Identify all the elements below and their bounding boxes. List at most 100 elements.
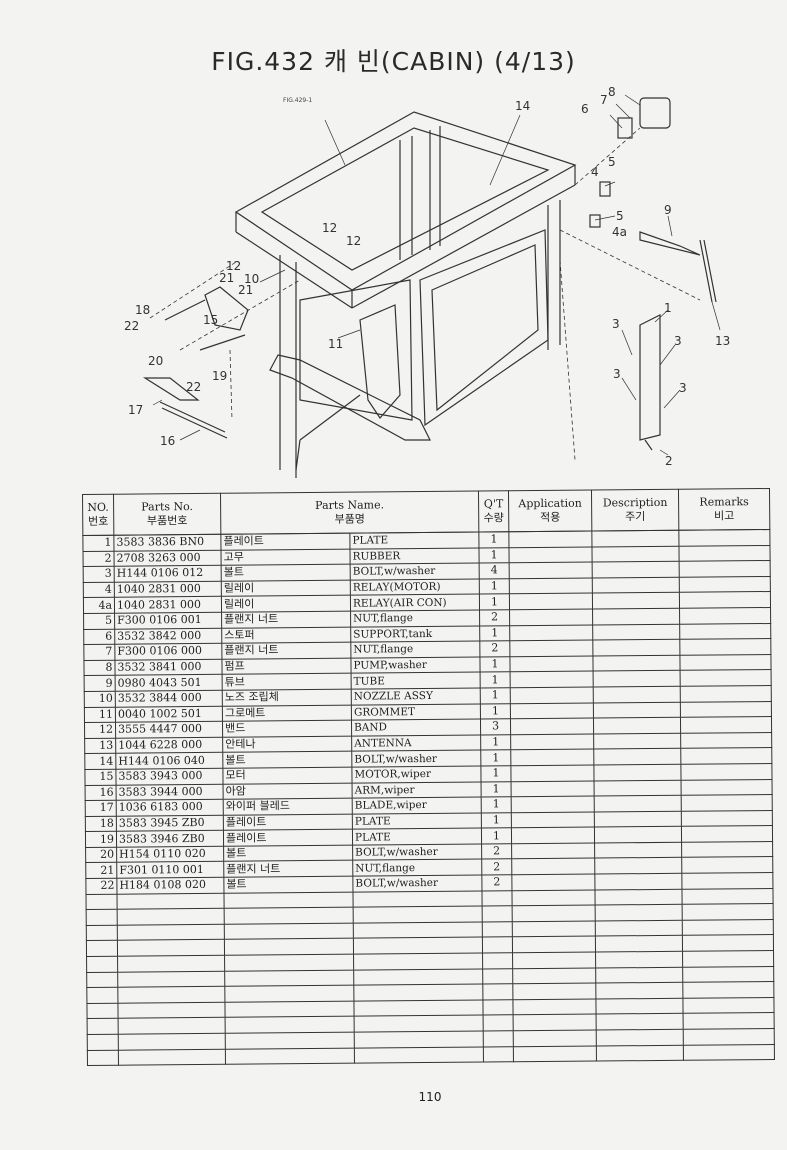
cell-empty xyxy=(483,1030,514,1047)
cell-empty xyxy=(354,1031,484,1048)
cell-qt: 1 xyxy=(479,578,510,595)
cell-empty xyxy=(683,1012,775,1030)
cell-qt: 1 xyxy=(481,781,512,798)
cell-empty xyxy=(681,810,773,827)
cell-empty xyxy=(592,655,681,672)
cell-empty xyxy=(679,654,772,671)
cell-empty xyxy=(592,561,680,578)
callout-22a: 22 xyxy=(124,319,139,333)
cell-en: BAND xyxy=(351,719,481,736)
cell-en: PUMP,washer xyxy=(350,656,481,674)
cell-no: 3 xyxy=(83,566,115,583)
cell-kr: 플레이트 xyxy=(223,829,353,847)
cell-kr: 노즈 조립체 xyxy=(222,689,352,706)
cell-en: NUT,flange xyxy=(352,859,482,877)
cell-empty xyxy=(482,906,513,922)
cell-empty xyxy=(680,701,772,718)
cell-empty xyxy=(683,1028,775,1045)
cell-empty xyxy=(117,939,225,957)
cell-empty xyxy=(680,732,772,749)
cell-empty xyxy=(593,717,681,734)
cell-empty xyxy=(354,1046,484,1064)
cell-empty xyxy=(681,856,773,874)
figure-reference-label: FIG.429-1 xyxy=(283,97,312,104)
cell-kr: 그로메트 xyxy=(222,704,352,722)
cell-empty xyxy=(596,1029,684,1046)
cell-empty xyxy=(682,997,775,1014)
cell-en: RELAY(MOTOR) xyxy=(350,578,480,596)
cell-no: 14 xyxy=(84,753,116,770)
cell-empty xyxy=(482,921,513,938)
cell-empty xyxy=(678,529,770,546)
callout-21a: 21 xyxy=(219,271,234,285)
cell-empty xyxy=(594,779,682,797)
cell-empty xyxy=(511,842,595,860)
cell-no: 18 xyxy=(85,815,117,832)
cell-empty xyxy=(224,969,354,987)
cell-empty xyxy=(511,874,595,891)
cell-kr: 플랜지 너트 xyxy=(223,860,353,878)
cell-empty xyxy=(593,748,681,765)
cell-kr: 와이퍼 블레드 xyxy=(223,798,353,815)
cell-empty xyxy=(594,857,682,875)
cell-kr: 볼트 xyxy=(221,564,351,582)
cell-qt: 1 xyxy=(480,750,511,766)
cell-pn: F300 0106 000 xyxy=(114,643,222,660)
cell-empty xyxy=(224,907,354,925)
cell-pn: F301 0110 001 xyxy=(116,861,224,879)
cell-empty xyxy=(224,938,354,956)
cell-empty xyxy=(679,576,771,593)
cell-empty xyxy=(681,794,773,811)
cell-en: BLADE,wiper xyxy=(352,797,482,814)
cell-empty xyxy=(483,1015,514,1032)
cell-empty xyxy=(681,825,773,843)
cell-empty xyxy=(592,623,680,641)
cell-pn: 3532 3842 000 xyxy=(114,627,222,645)
cell-no: 11 xyxy=(84,706,116,723)
cell-empty xyxy=(116,892,225,910)
cell-empty xyxy=(482,983,513,1000)
cell-empty xyxy=(117,1002,226,1019)
cell-pn: 3583 3836 BN0 xyxy=(113,534,221,551)
cell-empty xyxy=(511,796,595,813)
cell-empty xyxy=(353,906,483,923)
cell-pn: F300 0106 001 xyxy=(114,612,222,629)
cell-empty xyxy=(679,560,771,578)
cell-empty xyxy=(594,888,683,906)
cell-pn: 1036 6183 000 xyxy=(116,799,224,816)
cell-empty xyxy=(86,909,118,926)
cell-empty xyxy=(225,1047,355,1065)
cell-empty xyxy=(86,956,118,973)
header-no: NO.번호 xyxy=(82,494,114,536)
cell-qt: 2 xyxy=(481,859,512,876)
cell-empty xyxy=(512,952,596,969)
cell-empty xyxy=(224,1000,355,1018)
cell-no: 16 xyxy=(85,784,117,801)
cell-empty xyxy=(594,795,682,812)
cell-empty xyxy=(117,908,225,926)
cell-empty xyxy=(594,826,682,843)
cell-empty xyxy=(224,954,354,971)
callout-16: 16 xyxy=(160,434,175,448)
cell-empty xyxy=(595,966,683,984)
cell-empty xyxy=(513,1014,597,1031)
cell-en: ARM,wiper xyxy=(352,781,482,799)
cell-empty xyxy=(680,716,772,734)
cell-empty xyxy=(482,952,513,969)
cell-qt: 1 xyxy=(478,531,509,548)
cell-empty xyxy=(680,763,773,780)
cell-empty xyxy=(353,953,483,970)
cell-empty xyxy=(118,1048,226,1066)
cell-pn: 1040 2831 000 xyxy=(114,581,222,598)
cell-empty xyxy=(512,983,596,1000)
cell-empty xyxy=(353,937,483,955)
cell-empty xyxy=(595,982,683,999)
cell-empty xyxy=(86,940,118,957)
cell-empty xyxy=(354,1015,484,1033)
cell-no: 12 xyxy=(84,722,116,739)
cell-empty xyxy=(509,593,593,610)
